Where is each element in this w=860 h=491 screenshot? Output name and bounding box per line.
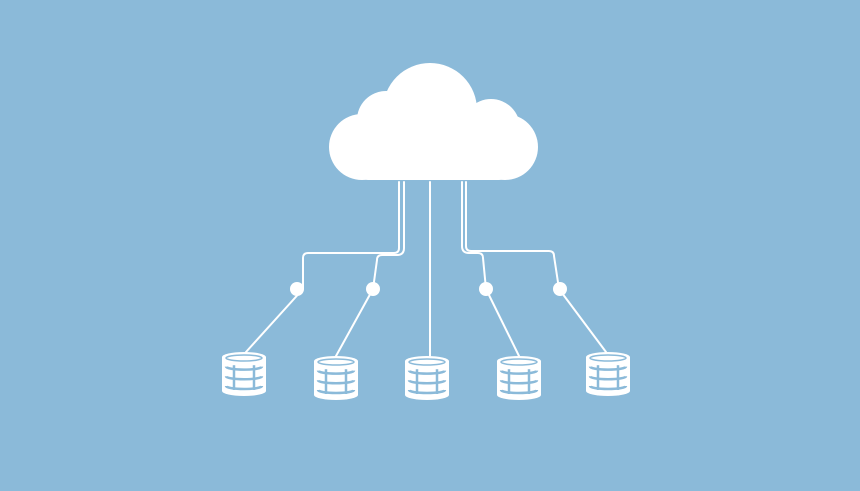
- connector-4: [461, 181, 520, 357]
- connector-2: [335, 181, 405, 357]
- junction-nodes: [290, 282, 567, 296]
- database-icon-1: [222, 352, 266, 396]
- junction-node-2: [366, 282, 380, 296]
- connector-lines: [245, 181, 607, 357]
- junction-node-1: [290, 282, 304, 296]
- connector-5: [465, 181, 607, 353]
- database-icon-4: [497, 356, 541, 400]
- database-icon-3: [405, 356, 449, 400]
- connector-1: [245, 181, 400, 353]
- database-icon-2: [314, 356, 358, 400]
- junction-node-4: [479, 282, 493, 296]
- cloud-icon: [329, 63, 538, 180]
- junction-node-5: [553, 282, 567, 296]
- database-icon-5: [586, 352, 630, 396]
